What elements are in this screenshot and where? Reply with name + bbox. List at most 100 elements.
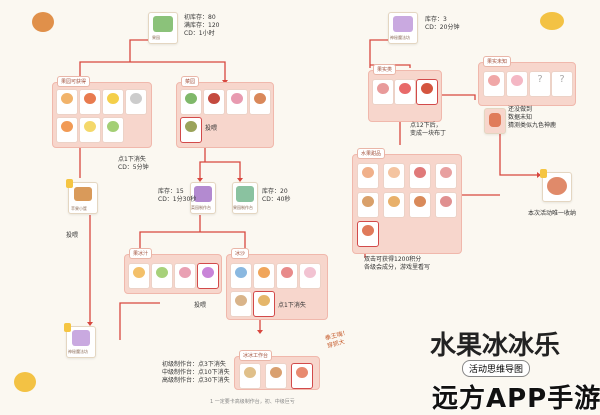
panel-veg: 菜园 xyxy=(176,76,274,148)
note-click-once: 点1下消失 CD：5分钟 xyxy=(118,156,149,171)
question-item-unknown[interactable]: ? xyxy=(529,71,551,97)
dessert-item[interactable] xyxy=(357,163,379,189)
panel-workshop: 冰冰工作台 xyxy=(234,350,320,390)
veg-item[interactable] xyxy=(249,89,271,115)
veg-item[interactable] xyxy=(226,89,248,115)
juice-item[interactable] xyxy=(128,263,150,289)
note-stock-20: 库存：20 CD：40秒 xyxy=(262,188,291,203)
right-item[interactable] xyxy=(394,79,416,105)
fruit-item[interactable] xyxy=(56,89,78,115)
dessert-item[interactable] xyxy=(435,192,457,218)
bear-mascot-icon xyxy=(32,12,54,32)
veg-item[interactable] xyxy=(203,89,225,115)
footnote: 1 一定要卡高级制作台，初、中级巨亏 xyxy=(210,399,295,405)
mystery-machine-icon xyxy=(72,330,90,346)
ice-item[interactable] xyxy=(276,263,298,289)
basket-icon xyxy=(74,187,92,201)
note-stock-15: 库存：15 CD：1分30秒 xyxy=(158,188,197,203)
panel-question: 果实未知 ? ? xyxy=(478,56,576,106)
right-item[interactable] xyxy=(372,79,394,105)
orchard-machine-label: 果园 xyxy=(152,35,160,40)
level-badge xyxy=(64,323,71,332)
panel-title: 菜园 xyxy=(181,76,200,87)
stat-line: 库存：3 xyxy=(425,16,447,23)
juice-item[interactable] xyxy=(174,263,196,289)
panel-title: 果实未知 xyxy=(483,56,512,67)
stat-line: 满库存：120 xyxy=(184,22,220,29)
pudding-icon xyxy=(489,113,501,127)
question-item[interactable] xyxy=(483,71,505,97)
apple-basket[interactable]: 苹果小筐 xyxy=(66,179,98,214)
stat-line: CD：1小时 xyxy=(184,30,215,37)
stat-line: 初库存：80 xyxy=(184,14,216,21)
workbench-icon xyxy=(236,186,254,202)
page-title: 水果冰冰乐 xyxy=(430,331,561,361)
veg-workbench[interactable]: 菜园制作台 xyxy=(190,182,216,214)
question-mark-icon: ? xyxy=(559,74,565,85)
dessert-item[interactable] xyxy=(409,163,431,189)
fruit-workbench[interactable]: 果园制作台 xyxy=(232,182,258,214)
fruit-item[interactable] xyxy=(79,117,101,143)
final-reward[interactable] xyxy=(540,169,572,202)
note-double-click: 双击可获得1200积分 各级会成分，游戏里看写 xyxy=(364,256,431,271)
workshop-item[interactable] xyxy=(265,363,287,389)
bee-mascot-icon xyxy=(14,372,36,392)
question-item[interactable] xyxy=(506,71,528,97)
ice-item[interactable] xyxy=(230,263,252,289)
fruit-item[interactable] xyxy=(79,89,101,115)
panel-title: 水果甜品 xyxy=(357,148,386,159)
orchard-machine-icon xyxy=(153,16,173,32)
panel-title: 果园可获得 xyxy=(57,76,91,87)
note-unknown: 还没做到 数据未知 猜测类似九色神鹿 xyxy=(508,106,557,129)
workbench-label: 果园制作台 xyxy=(233,205,253,210)
level-badge xyxy=(66,179,73,188)
panel-title: 冰沙 xyxy=(231,248,250,259)
watermark: 远方APP手游网 xyxy=(432,384,600,414)
workbench-icon xyxy=(194,186,212,202)
panel-title: 冰冰工作台 xyxy=(239,350,273,361)
note-levels: 初级制作台：点3下消失 中级制作台：点10下消失 高级制作台：点30下消失 xyxy=(162,361,230,384)
dessert-item[interactable] xyxy=(435,163,457,189)
dessert-item[interactable] xyxy=(383,192,405,218)
panel-right-top: 果实类 xyxy=(368,64,442,122)
dessert-item-selected[interactable] xyxy=(357,221,379,247)
mystery-stats: 库存：3 CD：20分钟 xyxy=(425,16,459,32)
reward-icon xyxy=(547,177,567,195)
workshop-item[interactable] xyxy=(239,363,261,389)
dessert-item[interactable] xyxy=(357,192,379,218)
juice-item-selected[interactable] xyxy=(197,263,219,289)
mindmap-tag-text: 活动思维导图 xyxy=(469,365,524,375)
ice-item[interactable] xyxy=(253,263,275,289)
panel-title: 果冰汁 xyxy=(129,248,153,259)
panel-title: 果实类 xyxy=(373,64,397,75)
bee-mascot-icon xyxy=(540,12,564,30)
mindmap-tag: 活动思维导图 xyxy=(462,360,531,377)
ice-item[interactable] xyxy=(230,291,252,317)
fruit-item[interactable] xyxy=(102,89,124,115)
veg-item-selected[interactable] xyxy=(180,117,202,143)
fruit-item[interactable] xyxy=(125,89,147,115)
question-item-unknown[interactable]: ? xyxy=(551,71,573,97)
panel-ice: 冰沙 xyxy=(226,248,328,320)
workshop-item-selected[interactable] xyxy=(291,363,313,389)
unknown-item[interactable] xyxy=(484,108,506,134)
bottom-mystery-machine[interactable]: 神秘魔法坊 xyxy=(64,323,96,358)
bottom-machine-label: 神秘魔法坊 xyxy=(68,349,88,354)
note-put-candy-2: 投喂 xyxy=(66,232,79,239)
dessert-item[interactable] xyxy=(383,163,405,189)
mystery-machine[interactable]: 神秘魔法坊 xyxy=(388,12,418,44)
ice-item-selected[interactable] xyxy=(253,291,275,317)
veg-item[interactable] xyxy=(180,89,202,115)
panel-juice: 果冰汁 xyxy=(124,248,222,294)
orchard-machine[interactable]: 果园 xyxy=(148,12,178,44)
dessert-item[interactable] xyxy=(409,192,431,218)
right-item-selected[interactable] xyxy=(416,79,438,105)
orchard-stats: 初库存：80 满库存：120 CD：1小时 xyxy=(184,14,219,38)
fruit-item[interactable] xyxy=(102,117,124,143)
note-click-vanish: 点1下消失 xyxy=(278,302,306,309)
juice-item[interactable] xyxy=(151,263,173,289)
fruit-item[interactable] xyxy=(56,117,78,143)
workbench-label: 菜园制作台 xyxy=(191,205,211,210)
ice-item[interactable] xyxy=(299,263,321,289)
note-put-candy: 投喂 xyxy=(205,125,218,132)
